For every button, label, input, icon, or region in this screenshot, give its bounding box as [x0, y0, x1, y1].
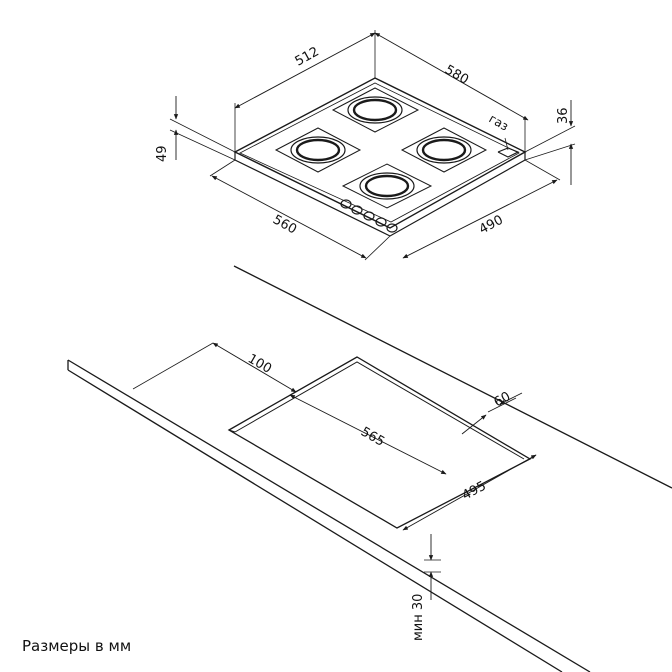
dim-line-580 — [374, 32, 529, 121]
dim-label-100: 100 — [245, 351, 274, 376]
dim-label-min-30: мин 30 — [411, 594, 426, 641]
dim-label-490: 490 — [477, 213, 506, 238]
gas-label: газ — [487, 111, 511, 133]
dim-line-100 — [212, 342, 297, 393]
dim-label-49: 49 — [155, 145, 170, 162]
dim-line-495 — [402, 454, 537, 531]
dim-line-490 — [402, 179, 558, 259]
hob-drawing — [169, 30, 576, 261]
burner-left — [274, 127, 362, 173]
dim-label-512: 512 — [293, 44, 322, 69]
dim-label-36: 36 — [556, 107, 571, 124]
dim-line-60 — [461, 414, 487, 435]
burner-back — [331, 87, 420, 133]
dim-label-580: 580 — [442, 62, 471, 87]
countertop-drawing — [67, 265, 672, 672]
dim-line-560 — [211, 175, 367, 259]
gas-connection — [497, 137, 520, 158]
dim-label-565: 565 — [358, 424, 387, 449]
burner-right — [400, 127, 488, 173]
dim-label-560: 560 — [270, 212, 299, 237]
dim-line-512 — [234, 32, 376, 109]
units-caption: Размеры в мм — [22, 637, 132, 655]
dim-label-60: 60 — [492, 389, 514, 410]
burner-front — [341, 163, 433, 209]
